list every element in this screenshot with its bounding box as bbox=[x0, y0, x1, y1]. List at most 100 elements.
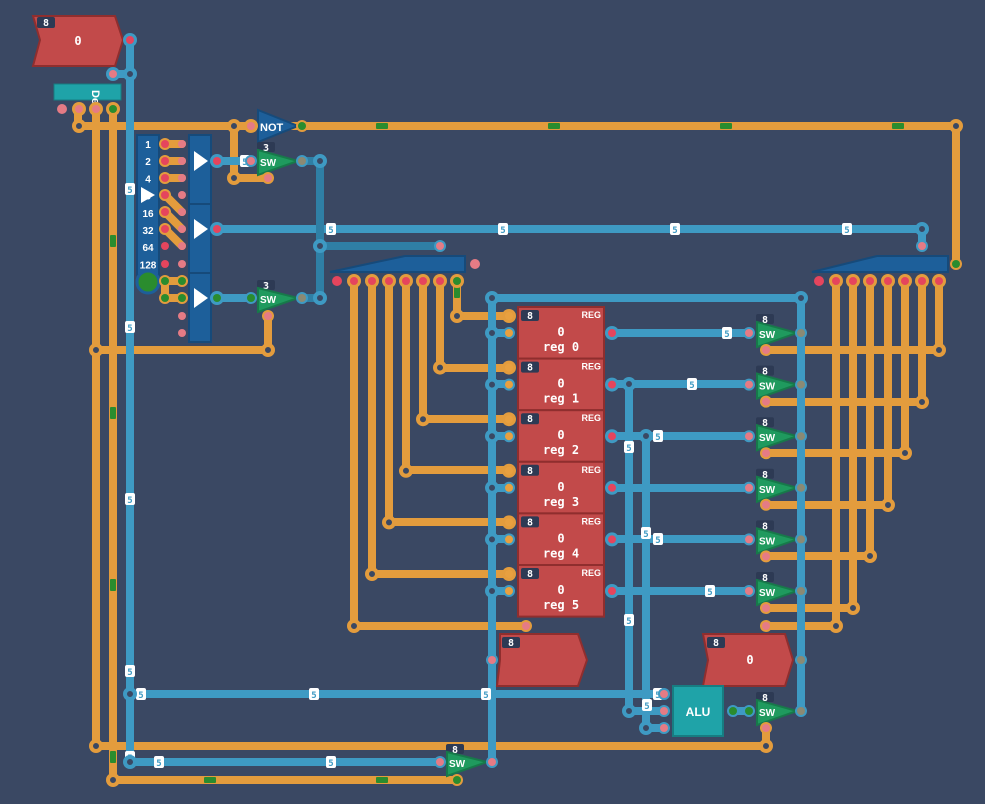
register-save-pin[interactable] bbox=[505, 587, 513, 595]
splitter-out-pin[interactable] bbox=[178, 208, 186, 216]
register-load-pin[interactable] bbox=[505, 570, 513, 578]
register-load-pin[interactable] bbox=[505, 363, 513, 372]
register-save-pin[interactable] bbox=[505, 432, 513, 441]
register-out-pin[interactable] bbox=[608, 535, 616, 544]
splitter-pin[interactable] bbox=[178, 277, 186, 285]
splitter-in-pin[interactable] bbox=[161, 157, 169, 165]
splitter-bit-pin[interactable] bbox=[453, 277, 461, 285]
switch-out-pin[interactable] bbox=[797, 587, 805, 595]
splitter-bit-pin[interactable] bbox=[419, 277, 427, 285]
splitter-bit-pin[interactable] bbox=[901, 277, 909, 285]
register-switch-0[interactable]: 8SW bbox=[756, 314, 801, 349]
register-save-pin[interactable] bbox=[505, 329, 513, 337]
splitter-out-pin[interactable] bbox=[178, 260, 186, 268]
splitter-bit-pin[interactable] bbox=[385, 277, 393, 285]
splitter-bit-pin[interactable] bbox=[935, 277, 943, 285]
splitter-pin[interactable] bbox=[161, 277, 169, 285]
switch-ctrl-pin[interactable] bbox=[762, 397, 770, 406]
output-8bit-left[interactable]: 8 bbox=[495, 633, 589, 687]
splitter-in-pin[interactable] bbox=[161, 174, 169, 182]
not-gate[interactable]: NOT bbox=[257, 108, 301, 144]
splitter-bit-pin[interactable] bbox=[368, 277, 376, 285]
switch-out-pin[interactable] bbox=[797, 432, 805, 441]
splitter-out-pin[interactable] bbox=[178, 225, 186, 233]
switch-bottom[interactable]: 8 SW bbox=[446, 744, 491, 778]
register-load-pin[interactable] bbox=[505, 312, 513, 320]
register-out-pin[interactable] bbox=[608, 432, 616, 441]
register-load-pin[interactable] bbox=[505, 415, 513, 424]
switch-in-pin[interactable] bbox=[745, 483, 753, 492]
switch-ctrl-pin[interactable] bbox=[762, 449, 770, 458]
bit-splitter-left[interactable] bbox=[329, 255, 466, 273]
splitter-pin[interactable] bbox=[178, 294, 186, 302]
splitter-bit-pin[interactable] bbox=[832, 277, 840, 285]
splitter-in-pin[interactable] bbox=[161, 208, 169, 216]
splitter-out-pin[interactable] bbox=[178, 157, 186, 165]
switch-ctrl-pin[interactable] bbox=[762, 500, 770, 509]
register-load-pin[interactable] bbox=[505, 466, 513, 475]
switch-ctrl-pin[interactable] bbox=[762, 604, 770, 612]
splitter-in-pin[interactable] bbox=[161, 242, 169, 250]
switch-out-pin[interactable] bbox=[797, 329, 805, 337]
switch-3bit-top[interactable]: 3 SW bbox=[257, 142, 302, 177]
splitter-pin[interactable] bbox=[178, 329, 186, 337]
register-out-pin[interactable] bbox=[608, 483, 616, 492]
switch-label: SW bbox=[759, 433, 776, 444]
switch-ctrl-pin[interactable] bbox=[762, 346, 770, 354]
register-switch-1[interactable]: 8SW bbox=[756, 365, 801, 401]
register-switch-2[interactable]: 8SW bbox=[756, 417, 801, 452]
splitter-out-pin[interactable] bbox=[178, 191, 186, 199]
switch-out-pin[interactable] bbox=[797, 380, 805, 389]
decoder[interactable]: De bbox=[53, 83, 122, 104]
byte-splitter[interactable]: 1248163264128 bbox=[136, 134, 160, 276]
splitter-in-pin[interactable] bbox=[161, 191, 169, 199]
switch-3bit-bottom[interactable]: 3 SW bbox=[257, 280, 302, 314]
register-save-pin[interactable] bbox=[505, 535, 513, 544]
input-8bit-top[interactable]: 8 0 bbox=[31, 15, 125, 67]
splitter-out-pin[interactable] bbox=[178, 174, 186, 182]
switch-in-pin[interactable] bbox=[745, 329, 753, 337]
register-out-pin[interactable] bbox=[608, 329, 616, 337]
splitter-in-pin[interactable] bbox=[161, 225, 169, 233]
alu[interactable]: ALU bbox=[672, 685, 724, 737]
splitter-pin[interactable] bbox=[161, 294, 169, 302]
splitter-bit-pin[interactable] bbox=[918, 277, 926, 285]
register-out-pin[interactable] bbox=[608, 380, 616, 389]
splitter-bit-pin[interactable] bbox=[849, 277, 857, 285]
splitter-bit-pin[interactable] bbox=[884, 277, 892, 285]
register-switch-3[interactable]: 8SW bbox=[756, 468, 801, 504]
switch-in-pin[interactable] bbox=[745, 380, 753, 389]
switch-out-pin[interactable] bbox=[797, 483, 805, 492]
splitter-bit-pin[interactable] bbox=[436, 277, 444, 285]
splitter-in-pin[interactable] bbox=[161, 140, 169, 148]
output-8bit-right[interactable]: 8 0 bbox=[701, 633, 795, 687]
splitter-bit-pin[interactable] bbox=[402, 277, 410, 285]
switch-in-pin[interactable] bbox=[745, 432, 753, 441]
splitter-bit-pin[interactable] bbox=[350, 277, 358, 285]
register-load-pin[interactable] bbox=[505, 518, 513, 527]
switch-in-pin[interactable] bbox=[745, 535, 753, 544]
splitter-out-pin[interactable] bbox=[178, 140, 186, 148]
register-save-pin[interactable] bbox=[505, 483, 513, 492]
switch-ctrl-pin[interactable] bbox=[762, 552, 770, 561]
register-switch-4[interactable]: 8SW bbox=[756, 520, 801, 555]
splitter-pin[interactable] bbox=[178, 312, 186, 320]
register-out-pin[interactable] bbox=[608, 587, 616, 595]
bus-width-label: 5 bbox=[722, 327, 732, 340]
switch-out-pin[interactable] bbox=[797, 535, 805, 544]
splitter-out-pin[interactable] bbox=[178, 242, 186, 250]
register-switch-5[interactable]: 8SW bbox=[756, 572, 801, 607]
register-save-pin[interactable] bbox=[505, 380, 513, 389]
switch-in-pin[interactable] bbox=[745, 587, 753, 595]
splitter-bit-pin[interactable] bbox=[866, 277, 874, 285]
splitter-in-pin[interactable] bbox=[161, 260, 169, 268]
bit-splitter-right[interactable] bbox=[811, 255, 949, 273]
switch-alu-out[interactable]: 8 SW bbox=[756, 692, 801, 727]
